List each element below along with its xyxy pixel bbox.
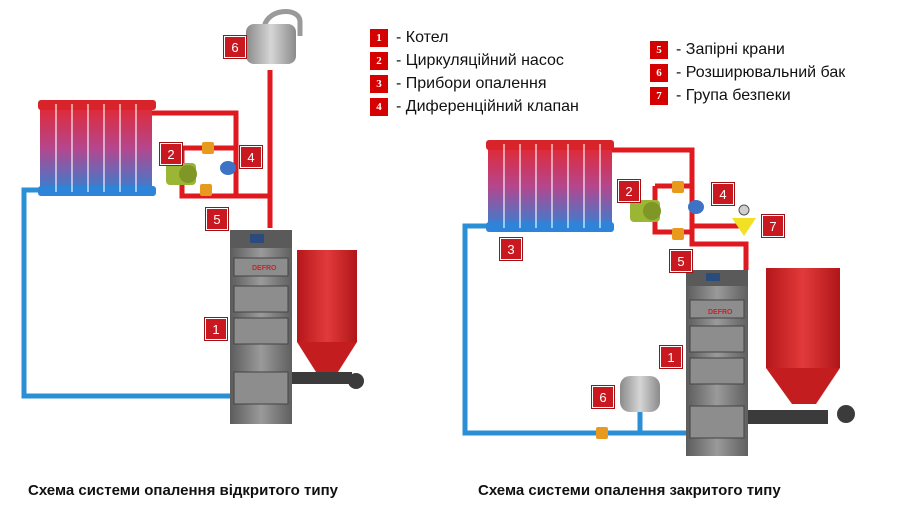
legend-text: - Прибори опалення (396, 74, 547, 92)
supply-pipe-closed (612, 147, 749, 270)
legend-number: 3 (370, 74, 388, 93)
callout-label-5: 5 (206, 208, 228, 230)
brand-logo: DEFRO (708, 309, 733, 316)
fuel-hopper-open (297, 250, 364, 389)
radiator-open (38, 100, 156, 196)
legend-number: 7 (650, 86, 668, 105)
legend-number: 2 (370, 51, 388, 70)
expansion-tank-closed (620, 376, 660, 412)
return-pipe-closed (462, 223, 686, 436)
legend-text: - Розширювальний бак (676, 63, 846, 81)
callout-label-3: 3 (500, 238, 522, 260)
caption-open-system: Схема системи опалення відкритого типу (28, 482, 338, 499)
circulation-pump-open (166, 163, 197, 185)
legend-number: 5 (650, 40, 668, 59)
boiler-open: DEFRO (230, 230, 352, 424)
callout-label-1: 1 (205, 318, 227, 340)
callout-label-7: 7 (762, 215, 784, 237)
shutoff-valve-icon (596, 181, 684, 439)
legend-number: 6 (650, 63, 668, 82)
differential-valve-closed (688, 200, 704, 214)
safety-group-closed (732, 204, 756, 236)
callout-label-4: 4 (712, 183, 734, 205)
legend-text: - Запірні крани (676, 40, 785, 58)
expansion-tank-open (246, 9, 303, 64)
callout-label-5: 5 (670, 250, 692, 272)
legend-text: - Циркуляційний насос (396, 51, 564, 69)
callout-label-6: 6 (224, 36, 246, 58)
differential-valve-open (220, 161, 236, 175)
legend-number: 1 (370, 28, 388, 47)
callout-label-6: 6 (592, 386, 614, 408)
boiler-closed: DEFRO (686, 270, 828, 456)
legend-item: 1 - Котел (370, 26, 579, 49)
legend-number: 4 (370, 97, 388, 116)
brand-logo: DEFRO (252, 265, 277, 272)
legend-right: 5 - Запірні крани 6 - Розширювальний бак 7… (650, 38, 845, 107)
legend-text: - Група безпеки (676, 86, 791, 104)
legend-text: - Диференційний клапан (396, 97, 579, 115)
return-pipe-open (21, 187, 234, 399)
callout-label-2: 2 (618, 180, 640, 202)
legend-item: 7 - Група безпеки (650, 84, 845, 107)
closed-system-scheme: DEFRO (462, 140, 855, 456)
legend-item: 2 - Циркуляційний насос (370, 49, 579, 72)
legend-item: 3 - Прибори опалення (370, 72, 579, 95)
legend-item: 4 - Диференційний клапан (370, 95, 579, 118)
callout-label-4: 4 (240, 146, 262, 168)
legend-left: 1 - Котел 2 - Циркуляційний насос 3 - Прибо… (370, 26, 579, 118)
fuel-hopper-closed (766, 268, 855, 423)
open-system-scheme: DEFRO (21, 9, 364, 424)
shutoff-valve-icon (200, 142, 214, 196)
legend-item: 5 - Запірні крани (650, 38, 845, 61)
callout-label-2: 2 (160, 143, 182, 165)
legend-text: - Котел (396, 28, 449, 46)
caption-closed-system: Схема системи опалення закритого типу (478, 482, 781, 499)
radiator-closed (486, 140, 614, 232)
circulation-pump-closed (630, 200, 661, 222)
callout-label-1: 1 (660, 346, 682, 368)
legend-item: 6 - Розширювальний бак (650, 61, 845, 84)
